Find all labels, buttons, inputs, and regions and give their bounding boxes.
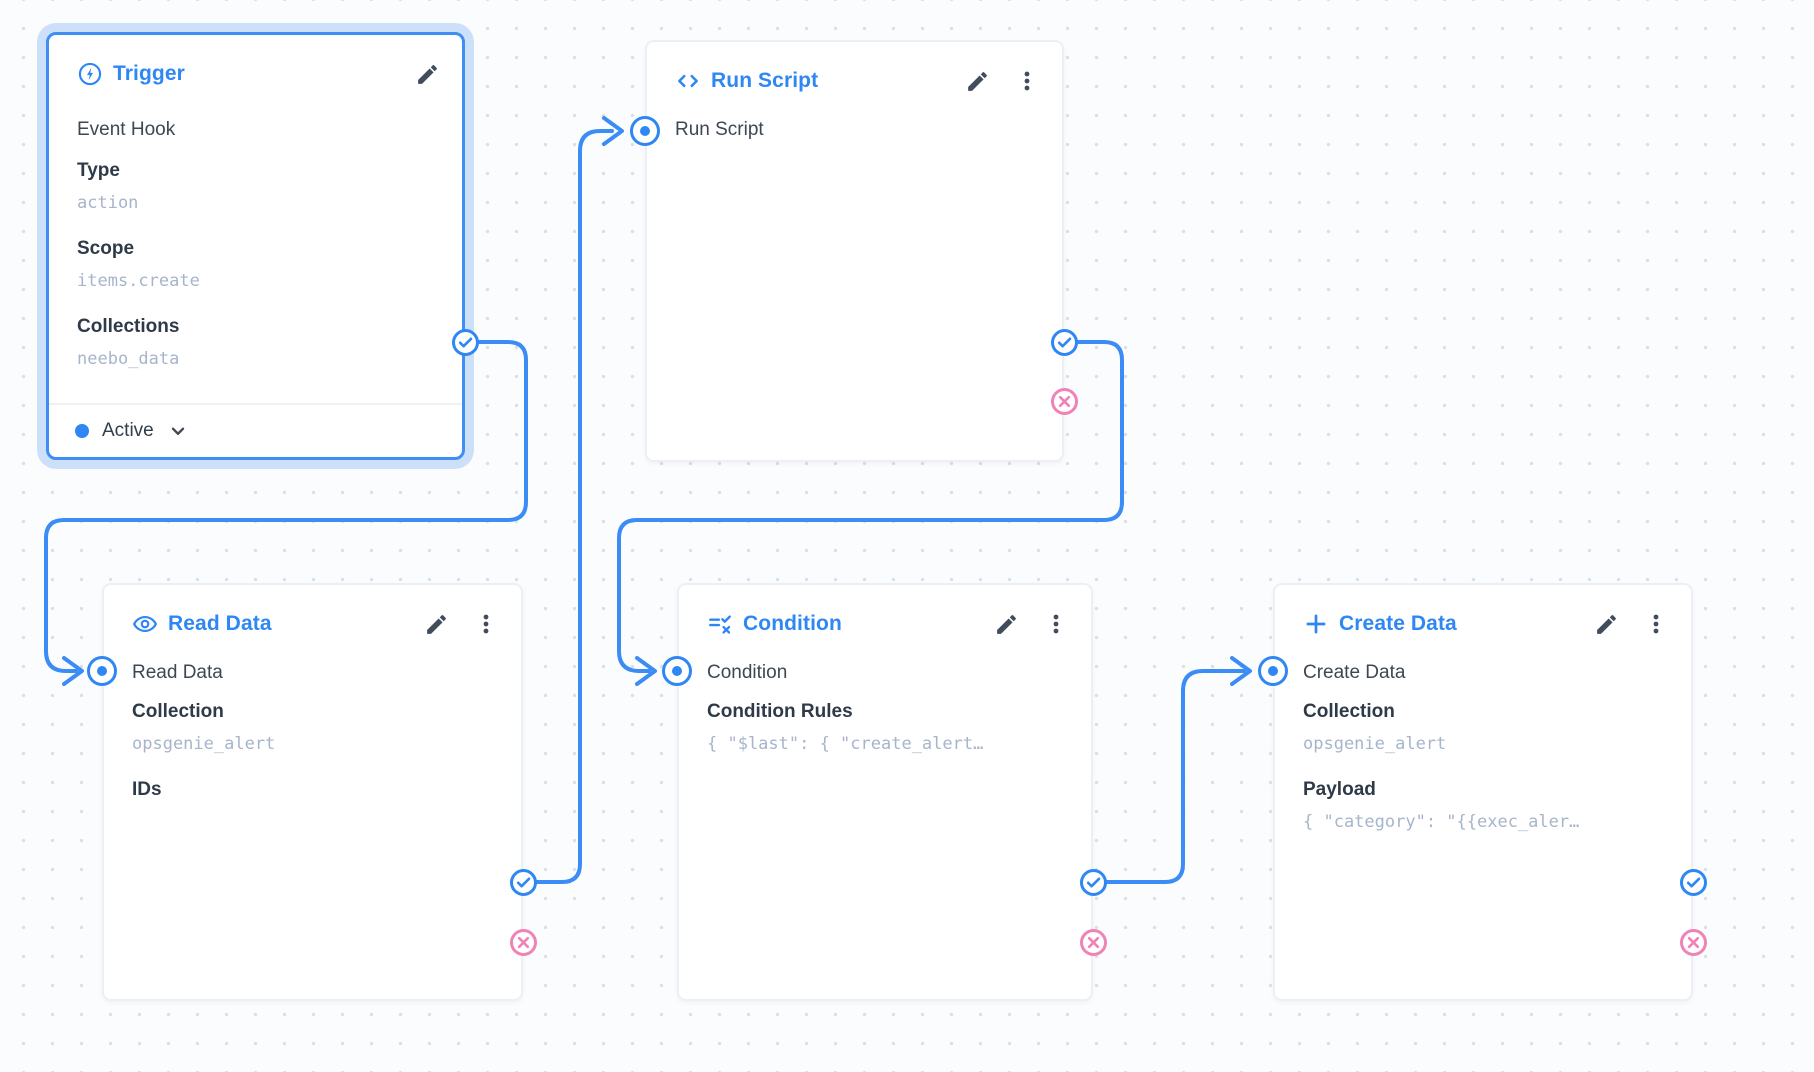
node-trigger[interactable]: Trigger Event Hook Type action Scope ite… (46, 32, 465, 460)
field-label: Scope (77, 238, 135, 259)
field-label: Type (77, 160, 120, 181)
node-title: Condition (743, 612, 842, 635)
input-label: Read Data (132, 662, 223, 683)
node-trigger-body: Event Hook Type action Scope items.creat… (49, 89, 462, 376)
kebab-menu-icon[interactable] (1043, 611, 1069, 637)
kebab-menu-icon[interactable] (1014, 68, 1040, 94)
plus-icon (1303, 611, 1329, 637)
field-value: { "$last": { "create_alert… (707, 734, 984, 754)
edit-icon[interactable] (993, 611, 1019, 637)
run-script-reject-port[interactable] (1050, 387, 1078, 415)
field-value: opsgenie_alert (132, 734, 276, 754)
eye-icon (132, 611, 158, 637)
bolt-icon (77, 61, 103, 87)
check-icon (1057, 337, 1071, 347)
check-icon (1686, 877, 1700, 887)
trigger-resolve-port[interactable] (451, 328, 479, 356)
condition-resolve-port[interactable] (1079, 868, 1107, 896)
field-label: Payload (1303, 779, 1376, 800)
node-run-script-body: Run Script (647, 96, 1062, 144)
node-condition[interactable]: Condition Condition Condition Rules { "$… (677, 583, 1093, 1001)
active-status-dot (75, 424, 89, 438)
read-data-resolve-port[interactable] (509, 868, 537, 896)
node-title: Read Data (168, 612, 272, 635)
read-data-reject-port[interactable] (509, 928, 537, 956)
check-icon (1086, 877, 1100, 887)
create-data-resolve-port[interactable] (1679, 868, 1707, 896)
trigger-type-name: Event Hook (77, 119, 176, 140)
field-label: Collection (132, 701, 224, 722)
node-run-script-header: Run Script (647, 42, 1062, 96)
edit-icon[interactable] (423, 611, 449, 637)
node-title: Run Script (711, 69, 819, 92)
field-label: Collection (1303, 701, 1395, 722)
node-run-script[interactable]: Run Script Run Script (645, 40, 1064, 462)
wire-read-data-to-run-script (535, 129, 614, 884)
node-read-data[interactable]: Read Data Read Data Collection opsgenie_… (102, 583, 523, 1001)
node-condition-header: Condition (679, 585, 1091, 639)
x-icon (1087, 936, 1099, 948)
condition-reject-port[interactable] (1079, 928, 1107, 956)
field-value: action (77, 193, 139, 213)
chevron-down-icon (167, 420, 189, 442)
field-value: neebo_data (77, 349, 180, 369)
check-icon (458, 337, 472, 347)
field-label: IDs (132, 779, 162, 800)
rule-icon (707, 611, 733, 637)
x-icon (1058, 395, 1070, 407)
node-condition-body: Condition Condition Rules { "$last": { "… (679, 639, 1091, 761)
field-value: opsgenie_alert (1303, 734, 1447, 754)
edit-icon[interactable] (964, 68, 990, 94)
node-create-data[interactable]: Create Data Create Data Collection opsge… (1273, 583, 1693, 1001)
field-value: { "category": "{{exec_aler… (1303, 812, 1580, 832)
wire-trigger-to-read-data-arrow (62, 656, 84, 686)
create-data-input-port[interactable] (1258, 656, 1288, 686)
run-script-resolve-port[interactable] (1050, 328, 1078, 356)
wire-condition-to-create-data-arrow (1230, 656, 1252, 686)
status-label: Active (102, 420, 154, 441)
status-dropdown[interactable]: Active (49, 403, 462, 457)
wire-run-script-to-condition-arrow (635, 656, 657, 686)
node-create-data-body: Create Data Collection opsgenie_alert Pa… (1275, 639, 1691, 839)
edit-icon[interactable] (1593, 611, 1619, 637)
field-label: Collections (77, 316, 180, 337)
edit-icon[interactable] (414, 61, 440, 87)
field-label: Condition Rules (707, 701, 853, 722)
input-label: Create Data (1303, 662, 1406, 683)
node-title: Trigger (113, 62, 185, 85)
x-icon (517, 936, 529, 948)
field-value: items.create (77, 271, 200, 291)
kebab-menu-icon[interactable] (1643, 611, 1669, 637)
create-data-reject-port[interactable] (1679, 928, 1707, 956)
node-create-data-header: Create Data (1275, 585, 1691, 639)
condition-input-port[interactable] (662, 656, 692, 686)
input-label: Condition (707, 662, 788, 683)
wire-condition-to-create-data (1105, 669, 1246, 884)
node-read-data-header: Read Data (104, 585, 521, 639)
wire-read-data-to-run-script-arrow (602, 116, 624, 146)
read-data-input-port[interactable] (87, 656, 117, 686)
node-read-data-body: Read Data Collection opsgenie_alert IDs (104, 639, 521, 806)
code-icon (675, 68, 701, 94)
check-icon (516, 877, 530, 887)
node-title: Create Data (1339, 612, 1457, 635)
run-script-input-port[interactable] (630, 116, 660, 146)
input-label: Run Script (675, 119, 764, 140)
kebab-menu-icon[interactable] (473, 611, 499, 637)
x-icon (1687, 936, 1699, 948)
node-trigger-header: Trigger (49, 35, 462, 89)
